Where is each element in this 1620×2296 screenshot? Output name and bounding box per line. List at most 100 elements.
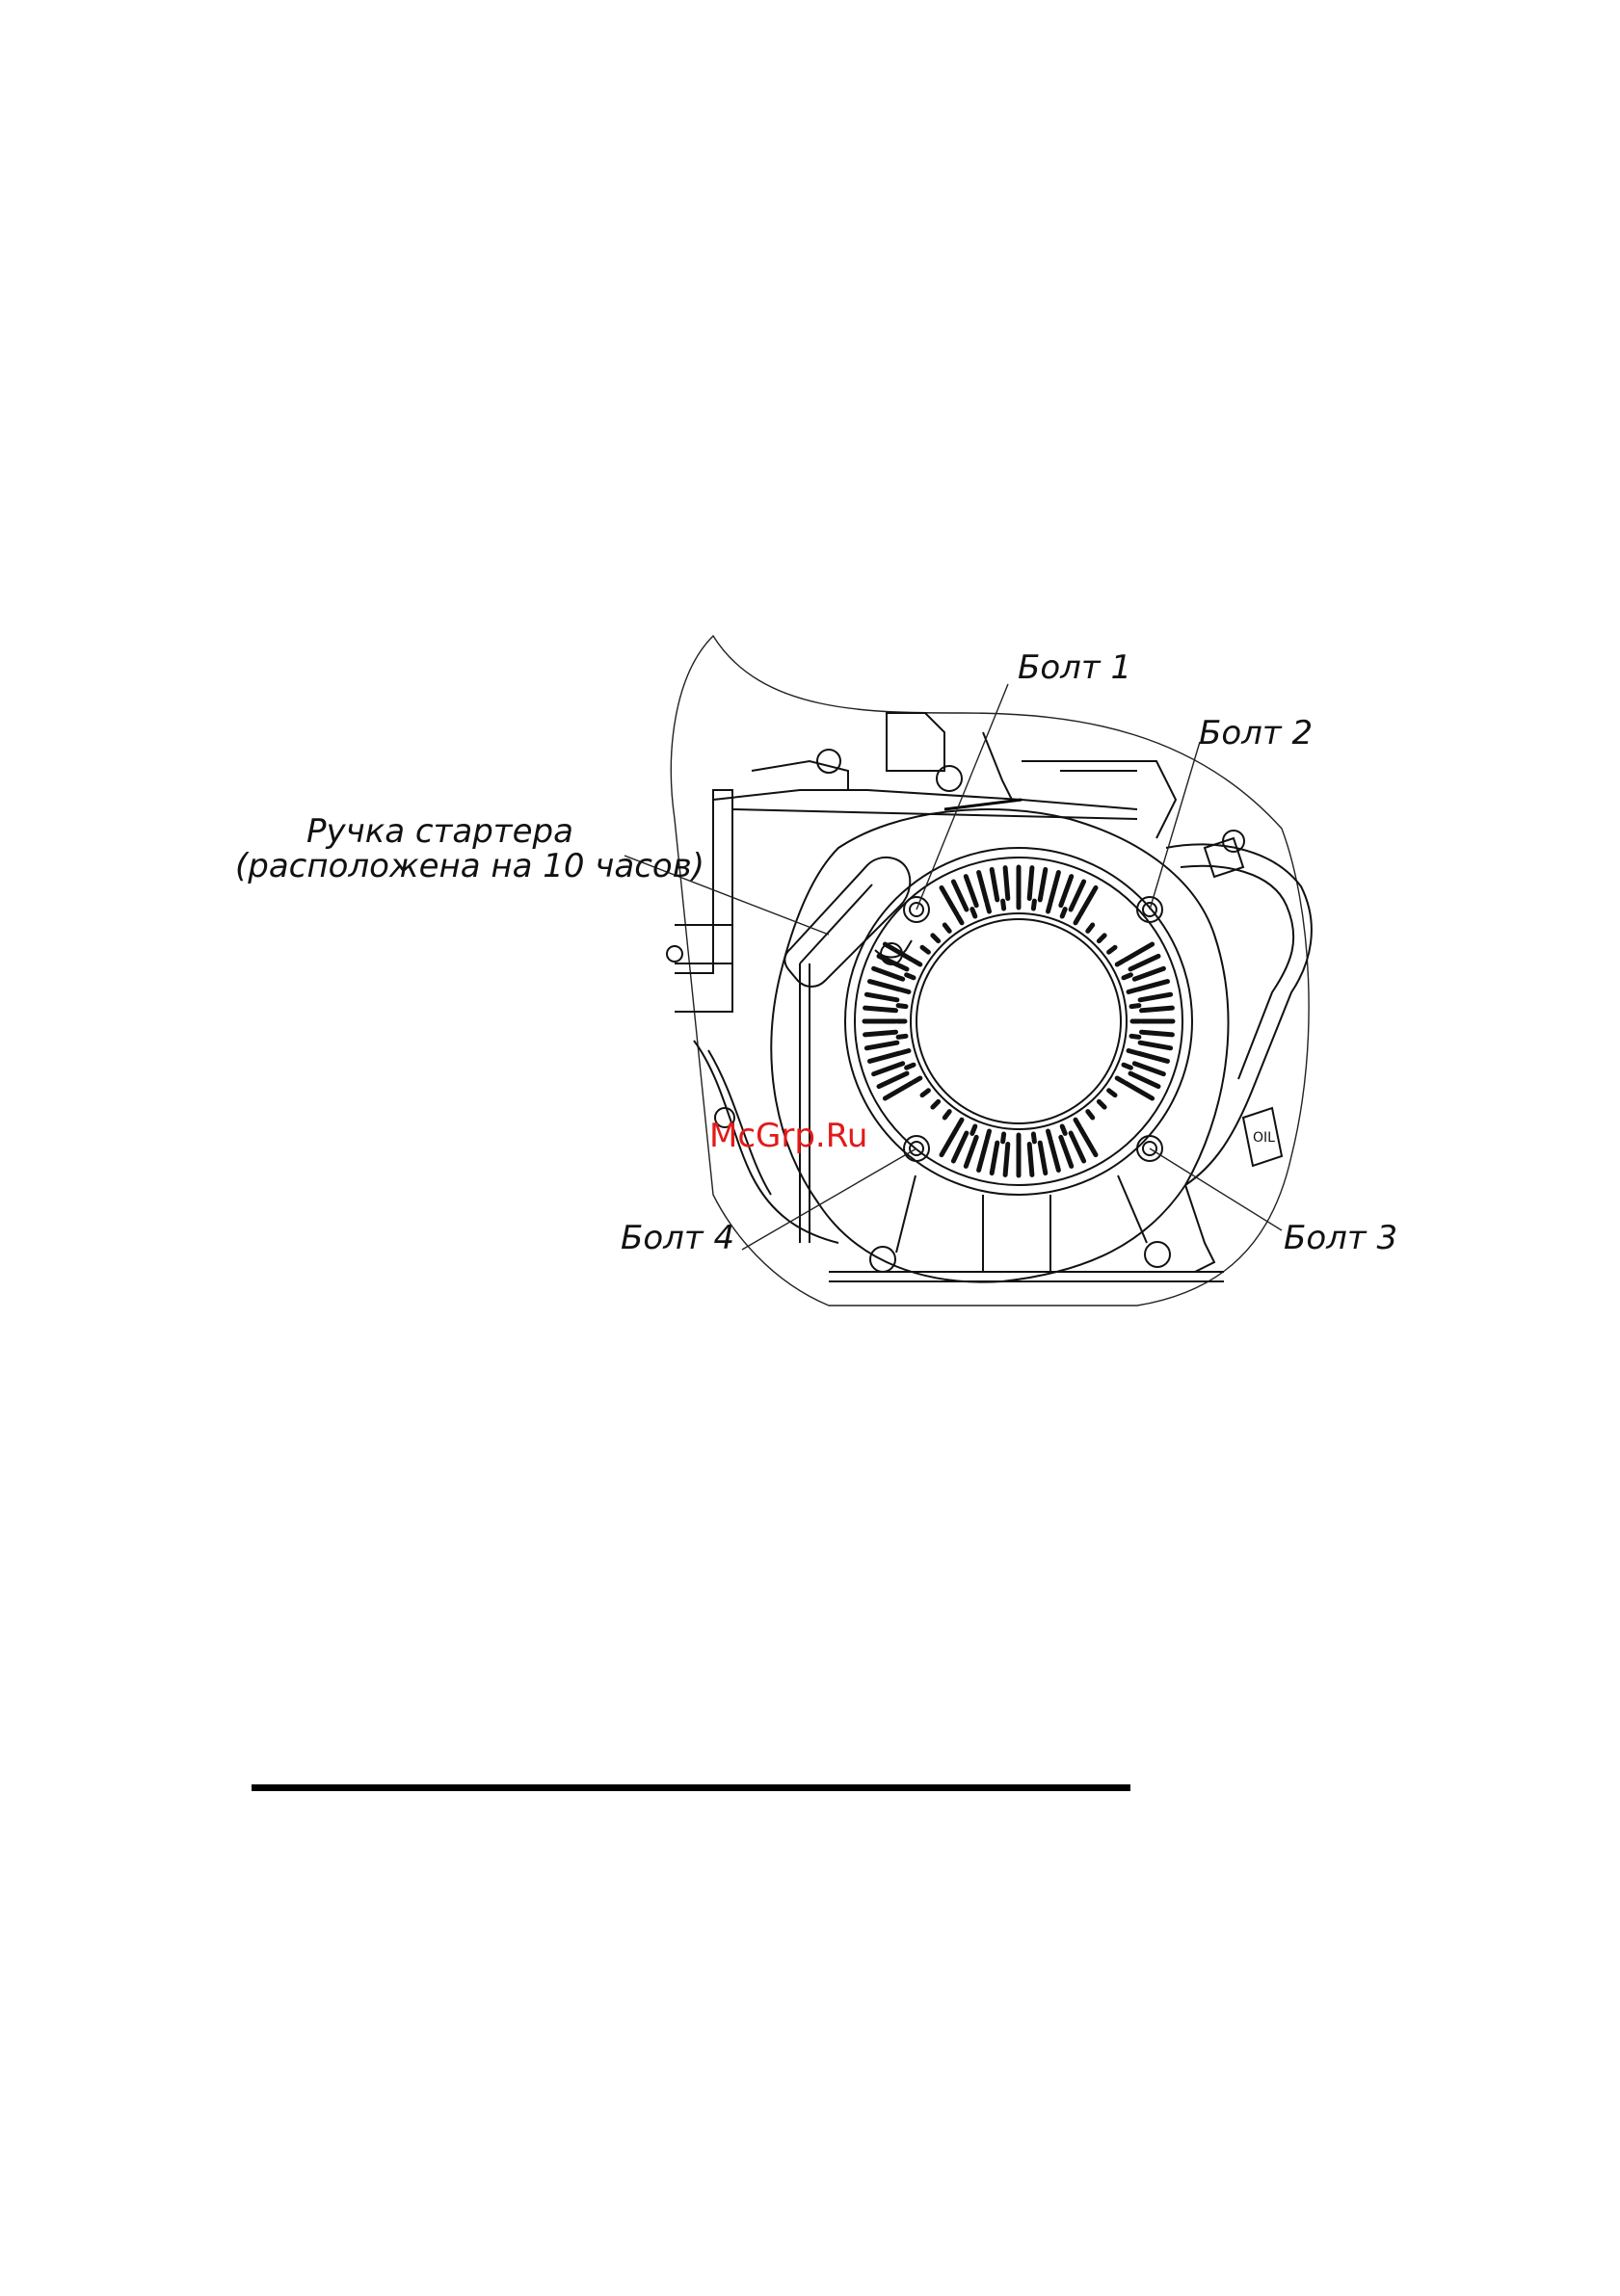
vent-rib [1109, 1091, 1115, 1095]
starter-housing-right: OIL [1166, 831, 1312, 1185]
vent-rib [1124, 1065, 1130, 1068]
vent-rib [1062, 910, 1065, 916]
starter-vent-grille [845, 848, 1192, 1195]
vent-rib [1109, 947, 1115, 952]
label-bolt-3: Болт 3 [1284, 1219, 1397, 1257]
vent-rib [879, 1073, 907, 1087]
vent-rib [966, 877, 976, 906]
vent-rib [953, 882, 967, 910]
vent-rib [1088, 925, 1093, 931]
horizontal-rule [252, 1784, 1130, 1791]
vent-rib [942, 887, 957, 914]
vent-rib [1040, 869, 1046, 900]
vent-rib [1134, 1064, 1163, 1074]
vent-rib [922, 1091, 928, 1095]
vent-rib [874, 1064, 903, 1074]
vent-rib [870, 982, 900, 990]
vent-rib [874, 968, 903, 979]
vent-rib [1005, 868, 1008, 899]
vent-rib [907, 1065, 914, 1068]
vent-rib [1138, 982, 1168, 990]
vent-rib [987, 1131, 989, 1139]
vent-rib [914, 1078, 920, 1082]
vent-rib [944, 925, 949, 931]
vent-rib [1040, 1143, 1046, 1174]
label-starter-handle-line2: (расположена на 10 часов) [235, 847, 704, 885]
vent-rib [866, 994, 897, 1000]
vent-rib [1076, 916, 1079, 923]
vent-rib [972, 910, 975, 916]
vent-rib [1134, 968, 1163, 979]
vent-rib [1050, 1141, 1058, 1171]
vent-rib [1088, 1112, 1093, 1118]
vent-rib [866, 1042, 897, 1048]
vent-rib [1130, 956, 1158, 969]
vent-rib [1071, 882, 1084, 910]
vent-rib [944, 1112, 949, 1118]
vent-rib [1138, 1053, 1168, 1061]
vent-rib [953, 1133, 967, 1161]
vent-rib [1033, 1134, 1034, 1142]
vent-rib [942, 1128, 957, 1155]
vent-rib [1071, 1133, 1084, 1161]
vent-rib [1129, 1051, 1136, 1053]
vent-rib [898, 1006, 906, 1007]
vent-rib [1126, 944, 1153, 960]
label-bolt-1: Болт 1 [1018, 648, 1131, 687]
vent-rib [958, 916, 962, 923]
engine-top-linkage [713, 713, 1176, 838]
vent-rib [987, 904, 989, 911]
vent-rib [1005, 1145, 1008, 1175]
vent-rib [922, 947, 928, 952]
vent-rib [1049, 904, 1050, 911]
vent-rib [901, 990, 909, 991]
vent-rib [865, 1032, 896, 1035]
leader-bolt-3 [1150, 1148, 1282, 1230]
vent-rib [901, 1051, 909, 1053]
vent-rib [1099, 1101, 1104, 1107]
leader-bolt-2 [1150, 742, 1200, 910]
vent-rib [1140, 994, 1171, 1000]
vent-rib [1131, 1036, 1139, 1037]
vent-rib [1130, 1073, 1158, 1087]
vent-rib [1126, 1083, 1153, 1098]
vent-rib [992, 1143, 997, 1174]
vent-rib [1124, 975, 1130, 978]
vent-rib [914, 961, 920, 964]
vent-rib [933, 1101, 939, 1107]
vent-rib [1117, 961, 1124, 964]
vent-rib [1003, 1134, 1004, 1142]
vent-rib [1142, 1032, 1173, 1035]
vent-rib [1049, 1131, 1050, 1139]
vent-rib [1033, 901, 1034, 909]
starter-handle [784, 858, 912, 987]
vent-rib [979, 1141, 987, 1171]
vent-rib [1080, 887, 1096, 914]
vent-rib [1061, 877, 1072, 906]
vent-rib [1003, 901, 1004, 909]
vent-rib [1029, 868, 1032, 899]
vent-rib [1029, 1145, 1032, 1175]
vent-rib [1142, 1008, 1173, 1011]
leader-bolt-4 [742, 1148, 916, 1250]
label-starter-handle-line1: Ручка стартера [306, 812, 573, 851]
svg-text:OIL: OIL [1253, 1130, 1275, 1146]
vent-rib [966, 1137, 976, 1166]
vent-rib [1117, 1078, 1124, 1082]
vent-rib [870, 1053, 900, 1061]
vent-rib [1076, 1120, 1079, 1126]
vent-rib [1062, 1126, 1065, 1133]
vent-rib [1061, 1137, 1072, 1166]
vent-rib [1099, 936, 1104, 941]
vent-rib [1129, 990, 1136, 991]
vent-rib [972, 1126, 975, 1133]
watermark: McGrp.Ru [709, 1117, 867, 1155]
vent-rib [1050, 873, 1058, 903]
vent-rib [958, 1120, 962, 1126]
vent-rib [1080, 1128, 1096, 1155]
vent-rib [992, 869, 997, 900]
vent-rib [979, 873, 987, 903]
label-bolt-4: Болт 4 [621, 1219, 734, 1257]
